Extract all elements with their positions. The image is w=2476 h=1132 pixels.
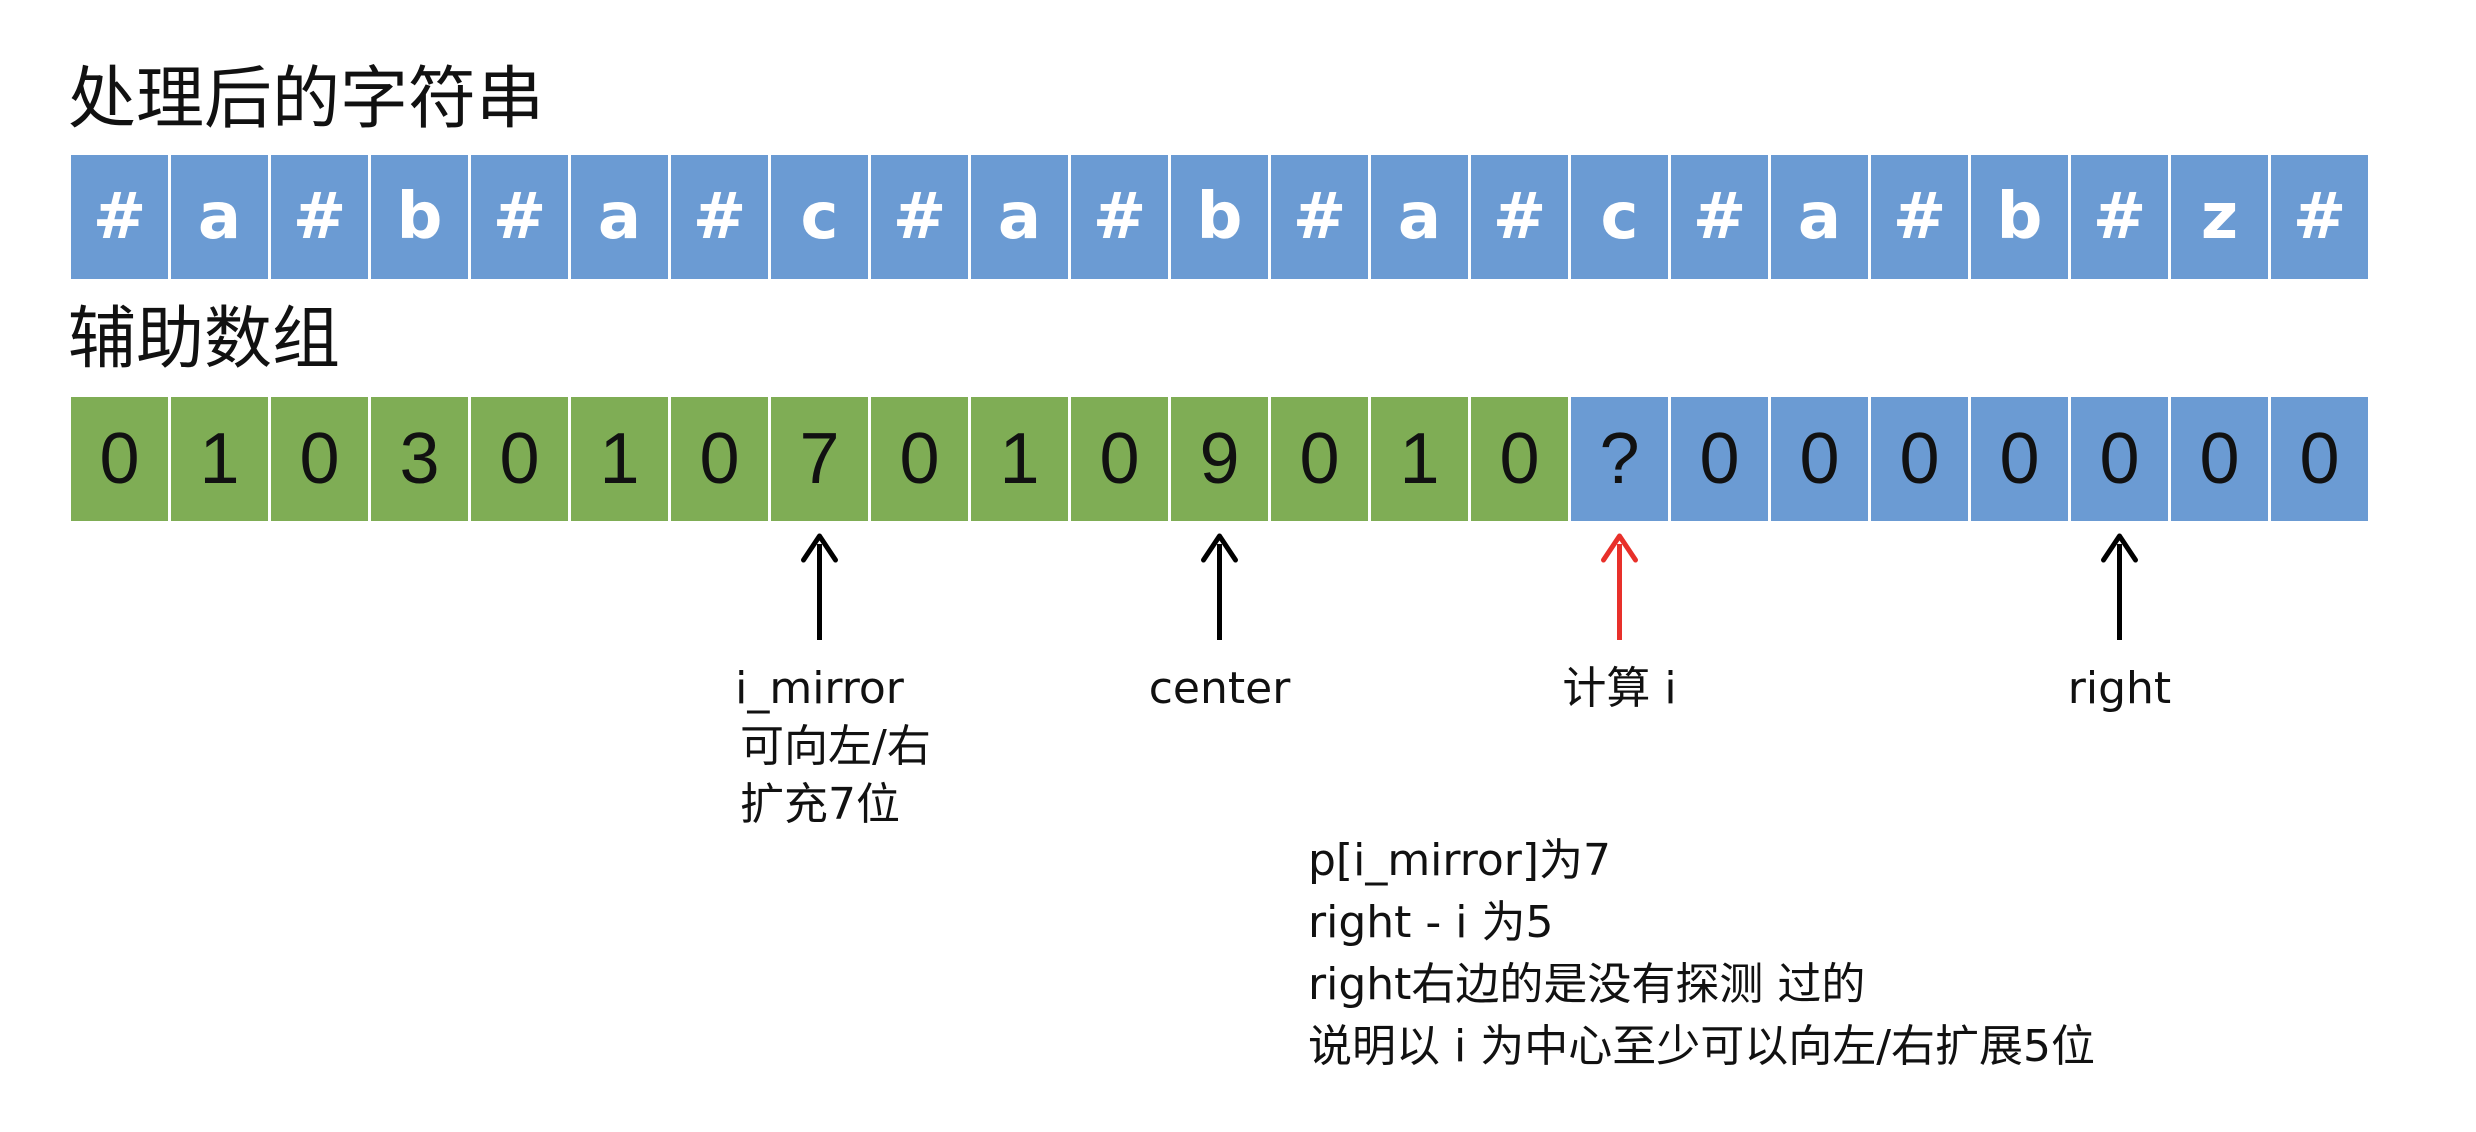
i-mirror-note: 可向左/右 扩充7位	[740, 718, 931, 834]
processed-cell: a	[171, 155, 268, 279]
processed-cell: #	[871, 155, 968, 279]
processed-cell: a	[1771, 155, 1868, 279]
aux-cell: 0	[71, 397, 168, 521]
arrow-head	[801, 533, 838, 563]
aux-cell: 0	[1671, 397, 1768, 521]
arrow-head	[1201, 533, 1238, 563]
processed-cell: #	[1671, 155, 1768, 279]
aux-cell: 0	[1271, 397, 1368, 521]
aux-cell: 0	[871, 397, 968, 521]
pointer-label-line: 计算 i	[1562, 663, 1677, 714]
aux-cell: 9	[1171, 397, 1268, 521]
aux-cell: 1	[171, 397, 268, 521]
note-line-4: 说明以 i 为中心至少可以向左/右扩展5位	[1308, 1021, 2096, 1072]
aux-cell: 1	[1371, 397, 1468, 521]
processed-cell: b	[1171, 155, 1268, 279]
note-line-1: p[i_mirror]为7	[1308, 835, 1612, 886]
note-line-3: right右边的是没有探测 过的	[1308, 959, 1866, 1010]
processed-cell: a	[571, 155, 668, 279]
aux-cell: ?	[1571, 397, 1668, 521]
processed-cell: #	[71, 155, 168, 279]
processed-cell: #	[271, 155, 368, 279]
aux-cell: 0	[1871, 397, 1968, 521]
processed-cell: #	[671, 155, 768, 279]
aux-cell: 0	[1971, 397, 2068, 521]
processed-string-row: #a#b#a#c#a#b#a#c#a#b#z#	[71, 155, 2368, 279]
processed-cell: b	[1971, 155, 2068, 279]
aux-cell: 0	[1071, 397, 1168, 521]
aux-array-title: 辅助数组	[68, 300, 341, 379]
processed-string-title: 处理后的字符串	[68, 60, 545, 139]
note-line-2: right - i 为5	[1308, 897, 1554, 948]
pointer-label: i_mirror	[735, 660, 904, 718]
pointer-label-line: center	[1148, 663, 1291, 714]
processed-cell: a	[1371, 155, 1468, 279]
pointer-label-line: right	[2067, 663, 2172, 714]
aux-cell: 0	[1471, 397, 1568, 521]
aux-cell: 0	[2171, 397, 2268, 521]
aux-cell: 0	[271, 397, 368, 521]
pointer-arrow	[2101, 533, 2138, 640]
processed-cell: #	[2271, 155, 2368, 279]
processed-cell: a	[971, 155, 1068, 279]
pointer-arrow	[1201, 533, 1238, 640]
processed-cell: c	[1571, 155, 1668, 279]
processed-cell: z	[2171, 155, 2268, 279]
i-mirror-note-line-1: 可向左/右	[740, 721, 931, 772]
processed-cell: #	[1871, 155, 1968, 279]
aux-cell: 0	[2271, 397, 2368, 521]
aux-cell: 0	[2071, 397, 2168, 521]
aux-cell: 1	[971, 397, 1068, 521]
pointer-arrow	[1601, 533, 1638, 640]
aux-cell: 0	[1771, 397, 1868, 521]
aux-cell: 1	[571, 397, 668, 521]
processed-cell: #	[1071, 155, 1168, 279]
aux-cell: 0	[471, 397, 568, 521]
processed-cell: #	[2071, 155, 2168, 279]
i-mirror-note-line-2: 扩充7位	[740, 779, 900, 830]
arrow-head	[2101, 533, 2138, 563]
pointer-label-line: i_mirror	[735, 663, 904, 714]
aux-cell: 7	[771, 397, 868, 521]
explanation-note: p[i_mirror]为7 right - i 为5 right右边的是没有探测…	[1308, 830, 2095, 1078]
processed-cell: #	[1271, 155, 1368, 279]
pointer-label: right	[2068, 660, 2171, 718]
aux-cell: 0	[671, 397, 768, 521]
arrow-head	[1601, 533, 1638, 563]
processed-cell: b	[371, 155, 468, 279]
pointer-arrow	[801, 533, 838, 640]
pointer-label: center	[1149, 660, 1291, 718]
processed-cell: #	[471, 155, 568, 279]
aux-cell: 3	[371, 397, 468, 521]
processed-cell: #	[1471, 155, 1568, 279]
processed-cell: c	[771, 155, 868, 279]
pointer-label: 计算 i	[1562, 660, 1676, 718]
